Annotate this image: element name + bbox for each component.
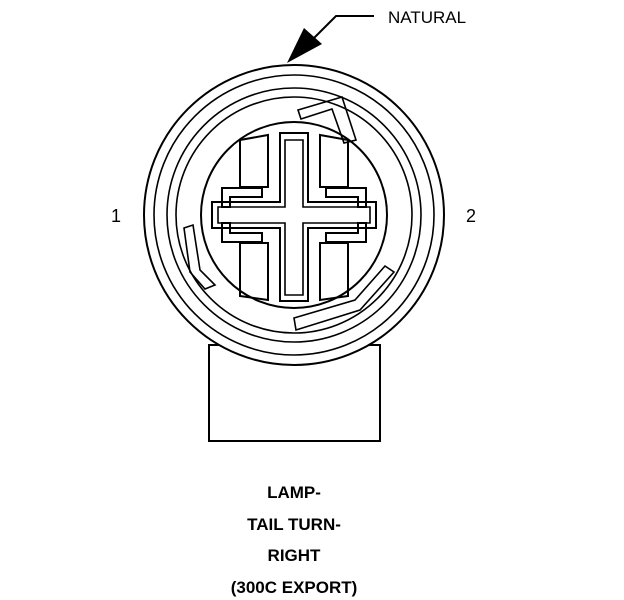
face-ring: [200, 121, 388, 309]
color-leader-line: [311, 15, 374, 41]
title-line-3: RIGHT: [268, 546, 322, 565]
pin-label-1: 1: [111, 206, 121, 226]
lock-tab-left: [183, 223, 217, 290]
lock-tab-bottom-right: [293, 264, 396, 332]
color-label: NATURAL: [388, 8, 466, 27]
pin-label-2: 2: [466, 206, 476, 226]
housing-ring-2: [153, 74, 435, 356]
lock-tab-top-right: [296, 96, 358, 144]
terminal-cross-cavity: [211, 132, 377, 302]
terminal-cross-inner: [217, 139, 371, 296]
housing-ring-3: [166, 87, 422, 343]
title-line-1: LAMP-: [267, 483, 321, 502]
title-line-4: (300C EXPORT): [231, 578, 358, 597]
housing-outer-ring: [143, 64, 445, 366]
color-arrow-head: [287, 28, 322, 63]
cavity-wall-upper-left: [239, 133, 269, 188]
title-line-2: TAIL TURN-: [247, 515, 341, 534]
housing-ring-4: [175, 96, 413, 334]
